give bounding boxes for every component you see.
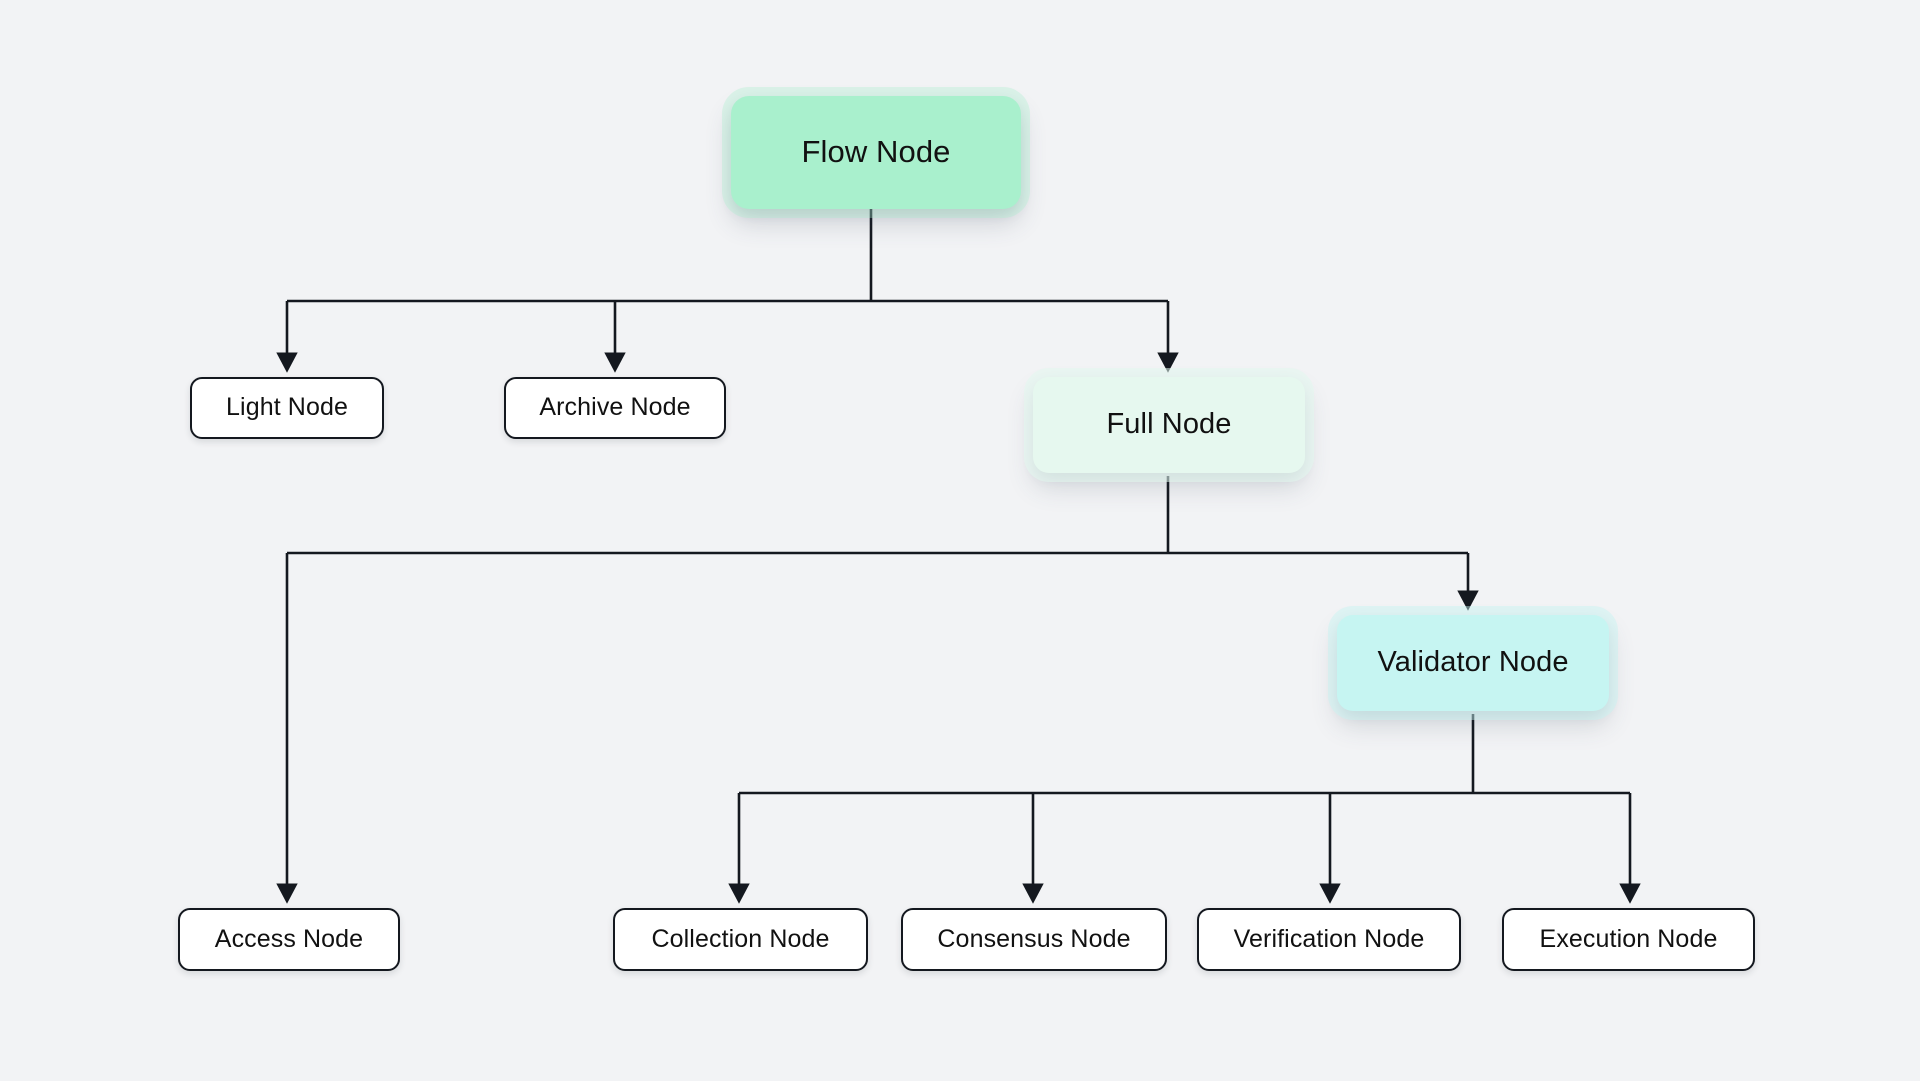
node-archive-node[interactable]: Archive Node bbox=[504, 377, 726, 439]
node-flow-node-label: Flow Node bbox=[801, 134, 951, 170]
node-full-node[interactable]: Full Node bbox=[1033, 377, 1305, 473]
node-validator-node-label: Validator Node bbox=[1377, 646, 1569, 679]
node-execution-node-label: Execution Node bbox=[1539, 924, 1718, 953]
node-light-node[interactable]: Light Node bbox=[190, 377, 384, 439]
node-consensus-node-label: Consensus Node bbox=[937, 924, 1131, 953]
node-validator-node[interactable]: Validator Node bbox=[1337, 615, 1609, 711]
node-flow-node[interactable]: Flow Node bbox=[731, 96, 1021, 209]
node-full-node-label: Full Node bbox=[1106, 408, 1232, 441]
node-verification-node[interactable]: Verification Node bbox=[1197, 908, 1461, 971]
node-access-node[interactable]: Access Node bbox=[178, 908, 400, 971]
node-access-node-label: Access Node bbox=[214, 924, 364, 953]
node-collection-node-label: Collection Node bbox=[651, 924, 830, 953]
node-archive-node-label: Archive Node bbox=[539, 393, 691, 422]
node-verification-node-label: Verification Node bbox=[1233, 924, 1425, 953]
node-collection-node[interactable]: Collection Node bbox=[613, 908, 868, 971]
node-light-node-label: Light Node bbox=[226, 393, 348, 422]
node-consensus-node[interactable]: Consensus Node bbox=[901, 908, 1167, 971]
node-execution-node[interactable]: Execution Node bbox=[1502, 908, 1755, 971]
